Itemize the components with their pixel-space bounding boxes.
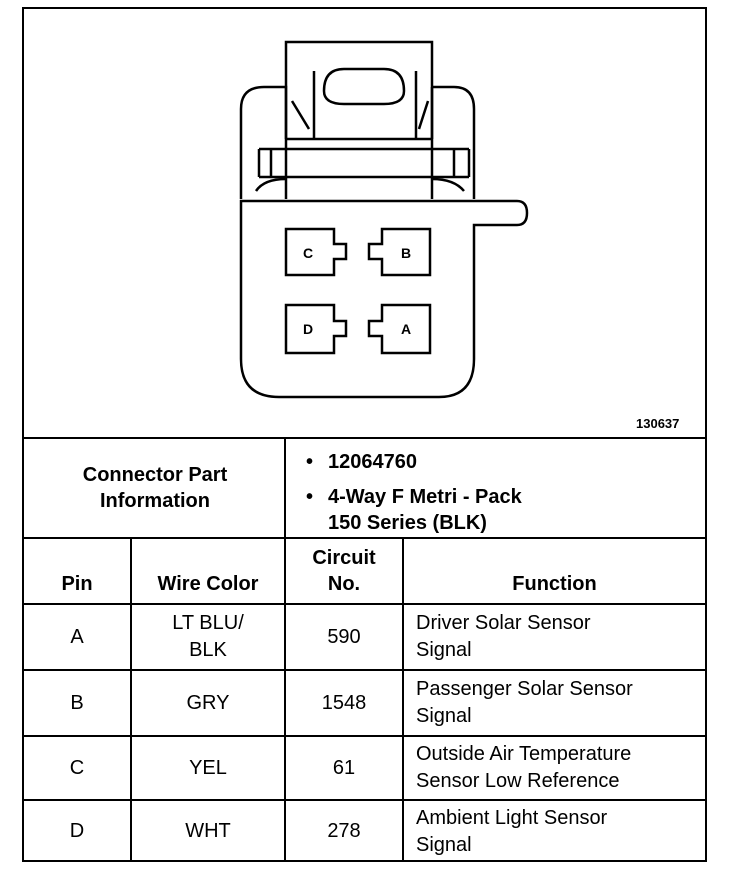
bullet-icon: • — [306, 486, 314, 508]
row-c-pin: C — [69, 756, 85, 779]
divider — [24, 603, 705, 605]
part-info-label-line1: Connector Part — [82, 464, 228, 486]
header-circuit-line1: Circuit — [312, 547, 376, 569]
part-info-label: Connector Part Information — [24, 439, 286, 537]
connector-latch — [284, 40, 434, 139]
cavity-a — [367, 303, 432, 355]
function-line2: Sensor Low Reference — [416, 770, 620, 792]
part-description-item: • 4-Way F Metri - Pack 150 Series (BLK) — [302, 484, 522, 536]
divider — [284, 539, 286, 862]
cavity-b — [367, 227, 432, 277]
figure-number: 130637 — [636, 416, 680, 431]
divider — [130, 539, 132, 862]
function-line1: Outside Air Temperature — [416, 743, 632, 765]
function-line1: Driver Solar Sensor — [416, 612, 591, 634]
divider — [24, 735, 705, 737]
row-b-circuit: 1548 — [321, 691, 367, 714]
part-number: 12064760 — [328, 451, 417, 473]
divider — [24, 537, 705, 539]
connector-collar — [259, 147, 469, 179]
row-c-wire-color: YEL — [189, 756, 227, 779]
function-line2: Signal — [416, 639, 472, 661]
row-b-wire-color: GRY — [186, 691, 230, 714]
row-b-pin: B — [70, 691, 84, 714]
part-info-label-line2: Information — [100, 490, 210, 512]
part-info-list: • 12064760 • 4-Way F Metri - Pack 150 Se… — [302, 449, 522, 536]
row-d-circuit: 278 — [327, 820, 361, 842]
connector-drawing: C B D A 130637 — [24, 9, 705, 437]
function-line1: Passenger Solar Sensor — [416, 678, 633, 700]
cavity-c — [284, 227, 348, 277]
header-function: Function — [512, 573, 597, 595]
connector-illustration: C B D A — [239, 40, 529, 399]
wire-color-line2: BLK — [189, 639, 227, 661]
divider — [24, 669, 705, 671]
cavity-d — [284, 303, 348, 355]
wire-color-line1: LT BLU/ — [172, 612, 244, 634]
divider — [284, 439, 286, 537]
connector-face — [239, 199, 529, 399]
connector-chart: C B D A 130637 Connector Part Informatio… — [22, 7, 707, 862]
part-description-line1: 4-Way F Metri - Pack — [328, 486, 522, 508]
bullet-icon: • — [306, 451, 314, 473]
divider — [24, 799, 705, 801]
row-a-wire-color: LT BLU/BLK — [132, 605, 284, 669]
row-c-circuit: 61 — [332, 756, 356, 779]
divider — [402, 539, 404, 862]
header-pin: Pin — [61, 573, 93, 595]
header-circuit-line2: No. — [327, 573, 361, 595]
part-description-line2: 150 Series (BLK) — [328, 512, 487, 534]
cavity-label-a: A — [401, 321, 411, 337]
cavity-label-c: C — [303, 245, 313, 261]
function-line2: Signal — [416, 833, 472, 856]
row-d-pin: D — [69, 820, 85, 842]
cavity-label-b: B — [401, 245, 411, 261]
connector-upper-housing — [239, 85, 288, 199]
part-number-item: • 12064760 — [302, 449, 522, 475]
row-a-pin: A — [70, 625, 84, 648]
function-line2: Signal — [416, 705, 472, 727]
header-wire-color: Wire Color — [157, 573, 259, 595]
header-circuit: Circuit No. — [286, 539, 402, 603]
divider — [24, 437, 705, 439]
row-d-wire-color: WHT — [185, 820, 231, 842]
function-line1: Ambient Light Sensor — [416, 806, 608, 829]
cavity-label-d: D — [303, 321, 313, 337]
row-a-circuit: 590 — [327, 625, 361, 648]
